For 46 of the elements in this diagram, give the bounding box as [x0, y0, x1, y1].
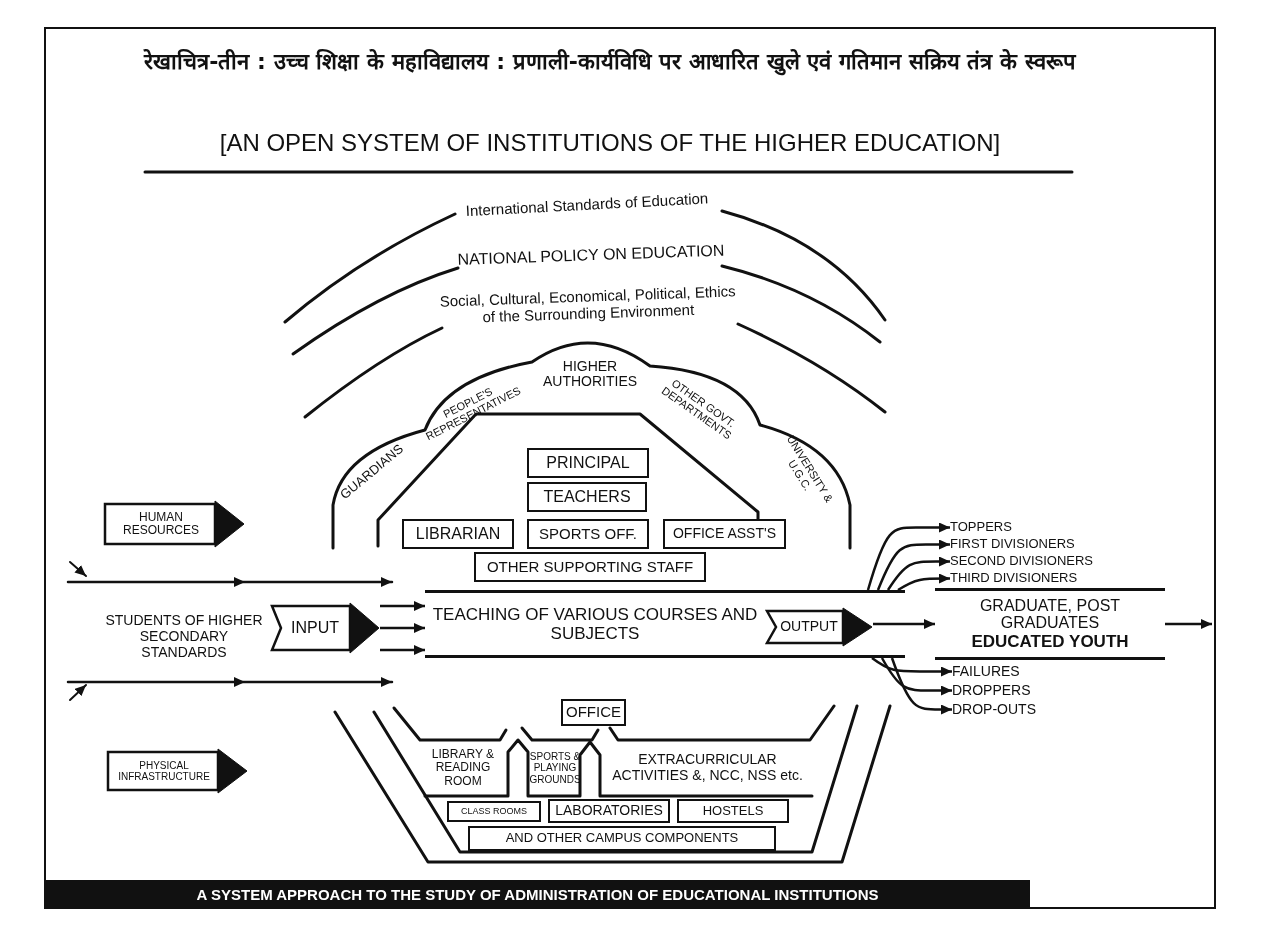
title: रेखाचित्र-तीन : उच्च शिक्षा के महाविद्यालय : प्रणाली-कार्यविधि पर आधारित खुले एवं गतिमान सक्रिय तंत्र के स्वरूप	[142, 48, 1078, 78]
branch-arrow	[876, 539, 950, 591]
facility-label: LIBRARY & READING ROOM	[420, 742, 506, 794]
result-label: SECOND DIVISIONERS	[950, 553, 1110, 570]
caption-bar: A SYSTEM APPROACH TO THE STUDY OF ADMINISTRATION OF EDUCATIONAL INSTITUTIONS	[45, 880, 1030, 908]
cloud-label: HIGHER AUTHORITIES	[541, 358, 639, 390]
result-label: DROPPERS	[952, 681, 1072, 700]
result-label: FIRST DIVISIONERS	[950, 536, 1110, 553]
arc-label: Social, Cultural, Economical, Political, Ethics of the Surrounding Environment	[438, 283, 737, 327]
output-text: EDUCATED YOUTH	[971, 632, 1129, 652]
staff-box: TEACHERS	[527, 482, 647, 512]
arrow	[380, 623, 425, 633]
output-band	[935, 588, 1165, 660]
staff-box: SPORTS OFF.	[527, 519, 649, 549]
source-label: STUDENTS OF HIGHER SECONDARY STANDARDS	[96, 604, 272, 670]
staff-box: LIBRARIAN	[402, 519, 514, 549]
facility-box: LABORATORIES	[548, 799, 670, 823]
facility-box: AND OTHER CAMPUS COMPONENTS	[468, 826, 776, 851]
branch-arrow	[886, 556, 950, 591]
staff-box: PRINCIPAL	[527, 448, 649, 478]
process-band	[425, 590, 905, 658]
branch-arrow	[890, 657, 952, 715]
branch-arrow	[880, 657, 952, 696]
arrow	[873, 619, 935, 629]
arc-label: International Standards of Education	[464, 189, 710, 221]
arrow	[1165, 619, 1212, 629]
staff-box: OFFICE ASST'S	[663, 519, 786, 549]
process-text: TEACHING OF VARIOUS COURSES AND SUBJECTS	[431, 604, 759, 644]
arc-label: NATIONAL POLICY ON EDUCATION	[456, 241, 726, 269]
facility-box: OFFICE	[561, 699, 626, 726]
facility-label: SPORTS & PLAYING GROUNDS	[530, 742, 580, 794]
arrow	[380, 601, 425, 611]
facility-box: HOSTELS	[677, 799, 789, 823]
result-label: FAILURES	[952, 662, 1072, 681]
facility-label: EXTRACURRICULAR ACTIVITIES &, NCC, NSS etc.	[605, 742, 810, 794]
subtitle: [AN OPEN SYSTEM OF INSTITUTIONS OF THE HIGHER EDUCATION]	[218, 129, 1002, 157]
output-text: GRADUATE, POST GRADUATES	[978, 596, 1122, 633]
branch-arrow	[866, 522, 950, 591]
result-label: DROP-OUTS	[952, 700, 1072, 719]
facility-box: CLASS ROOMS	[447, 801, 541, 822]
arrow	[380, 645, 425, 655]
staff-box: OTHER SUPPORTING STAFF	[474, 552, 706, 582]
result-label: THIRD DIVISIONERS	[950, 570, 1110, 587]
branch-arrow	[871, 657, 952, 677]
branch-arrow	[897, 573, 950, 592]
result-label: TOPPERS	[950, 519, 1110, 536]
